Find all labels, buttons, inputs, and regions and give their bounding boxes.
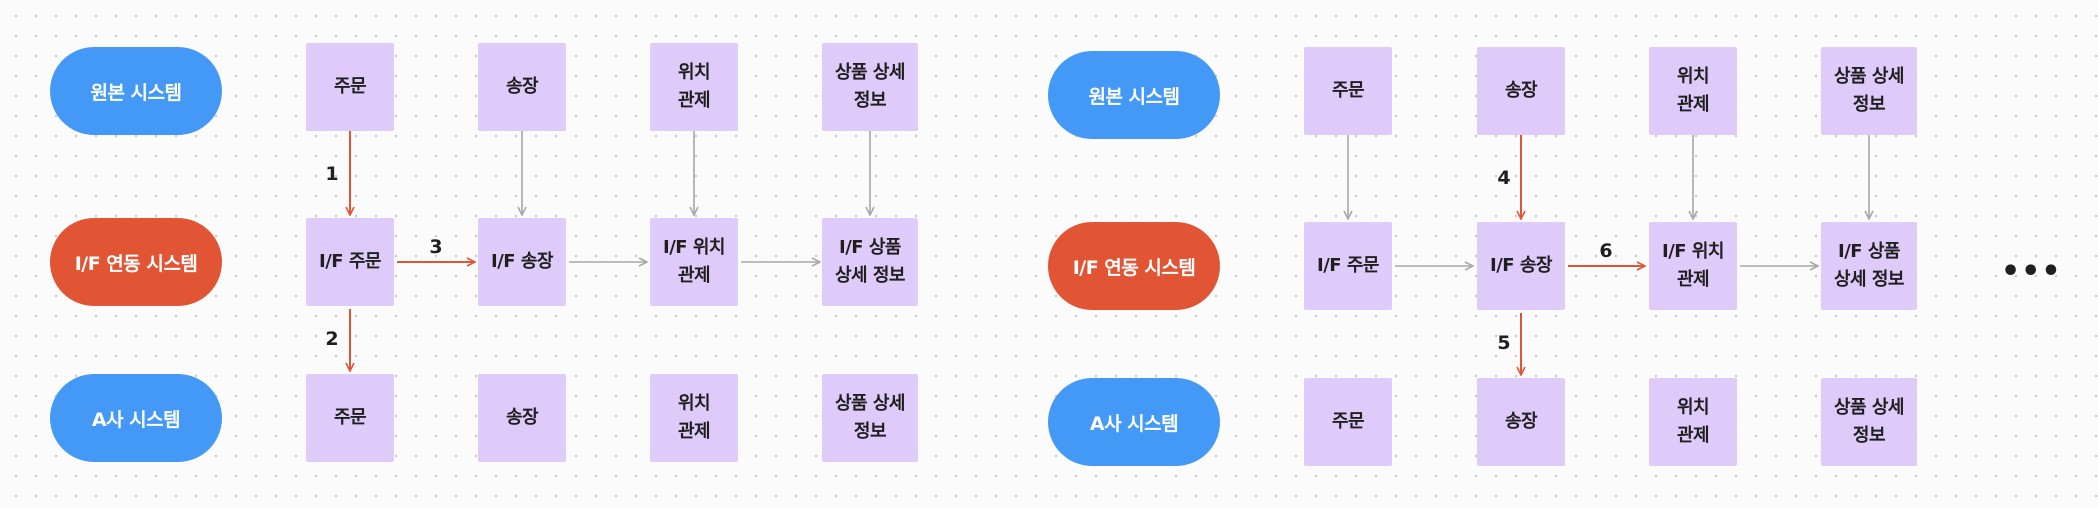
source-invoice-node: 송장 [1477, 47, 1565, 135]
source-product-detail-node: 상품 상세 정보 [822, 43, 918, 131]
if-order-node: I/F 주문 [1304, 222, 1392, 310]
step-number-3: 3 [429, 236, 443, 258]
target-invoice-node: 송장 [478, 374, 566, 462]
step-number-1: 1 [325, 163, 339, 185]
source-order-node: 주문 [1304, 47, 1392, 135]
if-product-detail-node: I/F 상품 상세 정보 [1821, 222, 1917, 310]
row-label-source-system: 원본 시스템 [1048, 51, 1220, 139]
row-label-target-system: A사 시스템 [50, 374, 222, 462]
target-location-node: 위치 관제 [1649, 378, 1737, 466]
row-label-target-system: A사 시스템 [1048, 378, 1220, 466]
target-product-detail-node: 상품 상세 정보 [1821, 378, 1917, 466]
step-number-6: 6 [1599, 240, 1613, 262]
row-label-source-system: 원본 시스템 [50, 47, 222, 135]
step-number-4: 4 [1497, 167, 1511, 189]
source-invoice-node: 송장 [478, 43, 566, 131]
target-invoice-node: 송장 [1477, 378, 1565, 466]
source-order-node: 주문 [306, 43, 394, 131]
if-product-detail-node: I/F 상품 상세 정보 [822, 218, 918, 306]
source-product-detail-node: 상품 상세 정보 [1821, 47, 1917, 135]
target-location-node: 위치 관제 [650, 374, 738, 462]
step-number-2: 2 [325, 328, 339, 350]
row-label-interface-system: I/F 연동 시스템 [50, 218, 222, 306]
step-number-5: 5 [1497, 332, 1511, 354]
target-order-node: 주문 [306, 374, 394, 462]
if-invoice-node: I/F 송장 [478, 218, 566, 306]
source-location-node: 위치 관제 [650, 43, 738, 131]
target-order-node: 주문 [1304, 378, 1392, 466]
row-label-interface-system: I/F 연동 시스템 [1048, 222, 1220, 310]
if-order-node: I/F 주문 [306, 218, 394, 306]
if-invoice-node: I/F 송장 [1477, 222, 1565, 310]
continuation-ellipsis: ••• [2001, 254, 2062, 289]
if-location-node: I/F 위치 관제 [1649, 222, 1737, 310]
if-location-node: I/F 위치 관제 [650, 218, 738, 306]
source-location-node: 위치 관제 [1649, 47, 1737, 135]
target-product-detail-node: 상품 상세 정보 [822, 374, 918, 462]
